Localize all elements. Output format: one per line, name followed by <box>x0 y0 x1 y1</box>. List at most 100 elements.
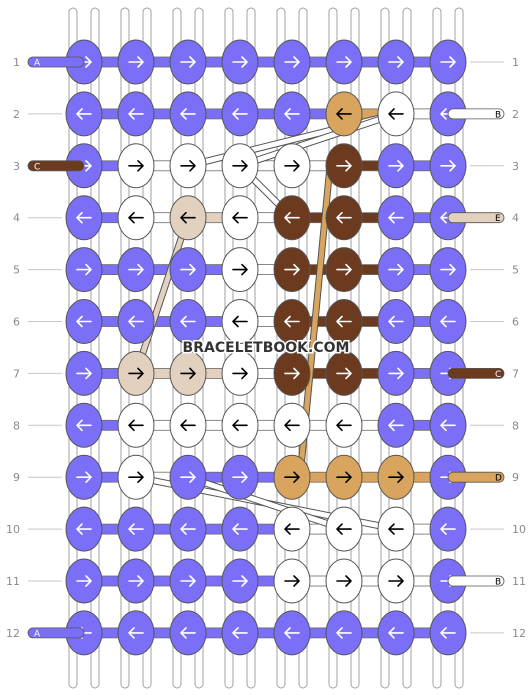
knot <box>117 91 155 137</box>
knot <box>273 454 311 500</box>
knot <box>65 91 103 137</box>
knot <box>325 143 363 189</box>
arrow-right-icon <box>76 263 92 276</box>
arrow-right-icon <box>128 575 144 587</box>
arrow-left-icon <box>128 315 144 328</box>
knot <box>221 610 259 656</box>
row-label-left: 9 <box>13 471 20 484</box>
knot <box>169 350 207 396</box>
arrow-left-icon <box>76 315 92 328</box>
arrow-left-icon <box>128 211 144 224</box>
arrow-right-icon <box>336 367 352 380</box>
knot <box>169 402 207 448</box>
string-label-left: A <box>34 59 41 69</box>
arrow-left-icon <box>76 419 92 432</box>
knot <box>325 91 363 137</box>
arrow-left-icon <box>128 523 144 535</box>
knot <box>325 610 363 656</box>
arrow-left-icon <box>284 315 300 328</box>
knot <box>377 299 415 344</box>
string-end-right <box>447 575 505 587</box>
row-label-right: 6 <box>512 316 519 329</box>
arrow-left-icon <box>336 627 352 639</box>
row-label-right: 9 <box>512 471 519 484</box>
knot <box>429 39 467 85</box>
knot <box>117 195 155 241</box>
arrow-left-icon <box>128 419 144 432</box>
arrow-right-icon <box>388 575 404 587</box>
arrow-left-icon <box>388 108 404 120</box>
knot <box>221 91 259 137</box>
knot <box>429 610 467 656</box>
arrow-left-icon <box>388 315 404 328</box>
knot <box>325 402 363 448</box>
knot <box>377 39 415 85</box>
knot <box>377 91 415 137</box>
string-end-left <box>27 627 85 639</box>
knot <box>325 506 363 552</box>
knot <box>65 558 103 604</box>
string-label-left: C <box>34 162 40 172</box>
knot <box>169 195 207 241</box>
knot <box>273 247 311 293</box>
knot <box>325 299 363 344</box>
knot <box>377 402 415 448</box>
knot <box>65 247 103 293</box>
arrow-left-icon <box>284 419 300 432</box>
knot <box>429 299 467 344</box>
arrow-right-icon <box>128 367 144 380</box>
knot <box>221 558 259 604</box>
knot <box>117 454 155 500</box>
arrow-right-icon <box>128 471 144 483</box>
arrow-right-icon <box>180 56 196 68</box>
knot <box>117 350 155 396</box>
knot <box>169 454 207 500</box>
knot <box>325 247 363 293</box>
string-label-right: B <box>495 110 501 120</box>
knot <box>221 506 259 552</box>
arrow-left-icon <box>336 419 352 432</box>
arrow-right-icon <box>440 56 456 68</box>
row-label-left: 4 <box>13 212 20 225</box>
row-label-right: 2 <box>512 108 519 121</box>
arrow-left-icon <box>76 211 92 224</box>
arrow-left-icon <box>336 211 352 224</box>
knot <box>169 506 207 552</box>
string-label-right: E <box>495 214 501 224</box>
row-label-left: 12 <box>6 627 20 640</box>
knot <box>325 558 363 604</box>
knot <box>169 558 207 604</box>
string-label-left: A <box>34 629 41 639</box>
arrow-right-icon <box>284 471 300 483</box>
arrow-left-icon <box>232 419 248 432</box>
knot <box>429 143 467 189</box>
knot <box>273 558 311 604</box>
arrow-left-icon <box>440 419 456 432</box>
knot <box>273 195 311 241</box>
watermark: BRACELETBOOK.COM <box>183 340 350 356</box>
knot <box>325 39 363 85</box>
arrow-right-icon <box>336 56 352 68</box>
knot <box>273 143 311 189</box>
row-label-left: 6 <box>13 316 20 329</box>
knot <box>221 454 259 500</box>
row-label-left: 1 <box>13 56 20 69</box>
arrow-left-icon <box>128 108 144 120</box>
arrow-left-icon <box>232 523 248 535</box>
knot <box>429 402 467 448</box>
arrow-left-icon <box>440 315 456 328</box>
row-label-right: 5 <box>512 264 519 277</box>
knot <box>273 506 311 552</box>
knot <box>169 91 207 137</box>
arrow-right-icon <box>128 56 144 68</box>
arrow-right-icon <box>336 575 352 587</box>
knot <box>221 39 259 85</box>
arrow-right-icon <box>284 575 300 587</box>
arrow-right-icon <box>388 56 404 68</box>
arrow-left-icon <box>180 627 196 639</box>
arrow-left-icon <box>128 627 144 639</box>
crossing-thread <box>237 111 399 169</box>
knot <box>325 195 363 241</box>
arrow-left-icon <box>76 523 92 535</box>
knot <box>169 299 207 344</box>
